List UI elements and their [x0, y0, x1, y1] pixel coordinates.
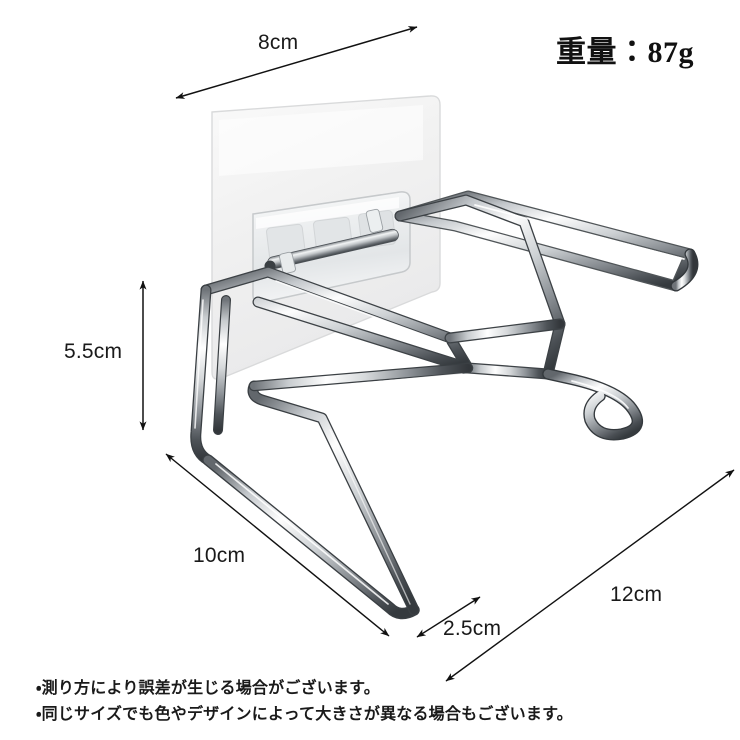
- dimension-label-thickness: 2.5cm: [443, 617, 502, 640]
- footnote-size-variation: ・同じサイズでも色やデザインによって大きさが異なる場合もございます。: [36, 705, 573, 723]
- footnote-measurement-tolerance: ・測り方により誤差が生じる場合がございます。: [36, 680, 380, 697]
- middle-shelf-rail: [200, 266, 566, 380]
- upper-arm-loop: [394, 190, 699, 380]
- dimension-label-length-side: 12cm: [610, 583, 663, 606]
- j-hook: [542, 368, 644, 441]
- lower-support-loop: [202, 362, 474, 620]
- weight-label: 重量：87g: [556, 36, 694, 69]
- dimension-arrow-depth-front: [165, 453, 390, 637]
- dimension-label-height-left: 5.5cm: [64, 340, 123, 363]
- dimension-arrow-length-side: [445, 469, 735, 682]
- dimension-label-width-top: 8cm: [258, 31, 299, 54]
- dimension-arrow-width-top: [175, 26, 418, 99]
- dimension-label-depth-front: 10cm: [193, 544, 246, 567]
- mount-screw-bar: [264, 208, 399, 274]
- footnotes: ・測り方により誤差が生じる場合がございます。 ・同じサイズでも色やデザインによっ…: [36, 676, 696, 728]
